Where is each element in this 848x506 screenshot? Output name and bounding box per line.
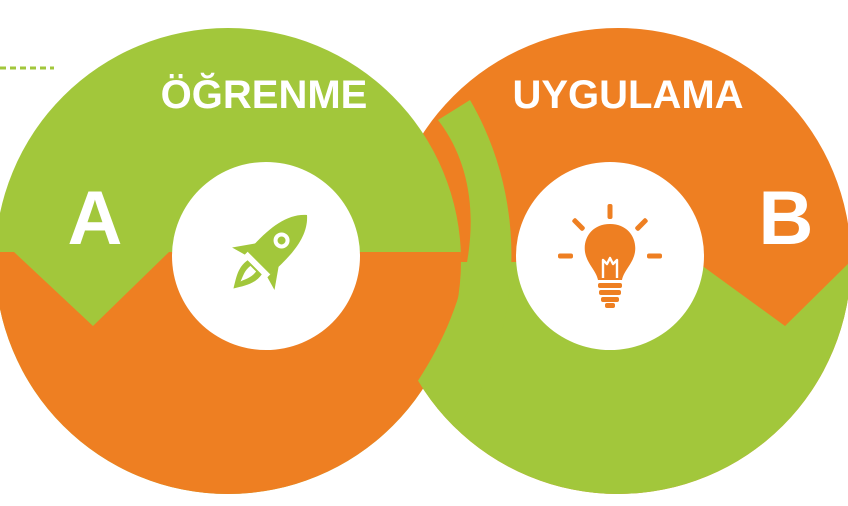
left-circle-title: ÖĞRENME bbox=[161, 71, 368, 117]
lightbulb-icon bbox=[558, 204, 662, 308]
interlock-band-green bbox=[385, 100, 512, 470]
right-icon-disc bbox=[516, 162, 704, 350]
left-circle-letter: A bbox=[68, 176, 123, 261]
rocket-icon bbox=[232, 214, 308, 290]
right-circle-title: UYGULAMA bbox=[512, 73, 743, 117]
right-circle-letter: B bbox=[759, 176, 814, 261]
left-icon-disc bbox=[172, 162, 360, 350]
left-circle-bottom-half bbox=[0, 252, 461, 494]
